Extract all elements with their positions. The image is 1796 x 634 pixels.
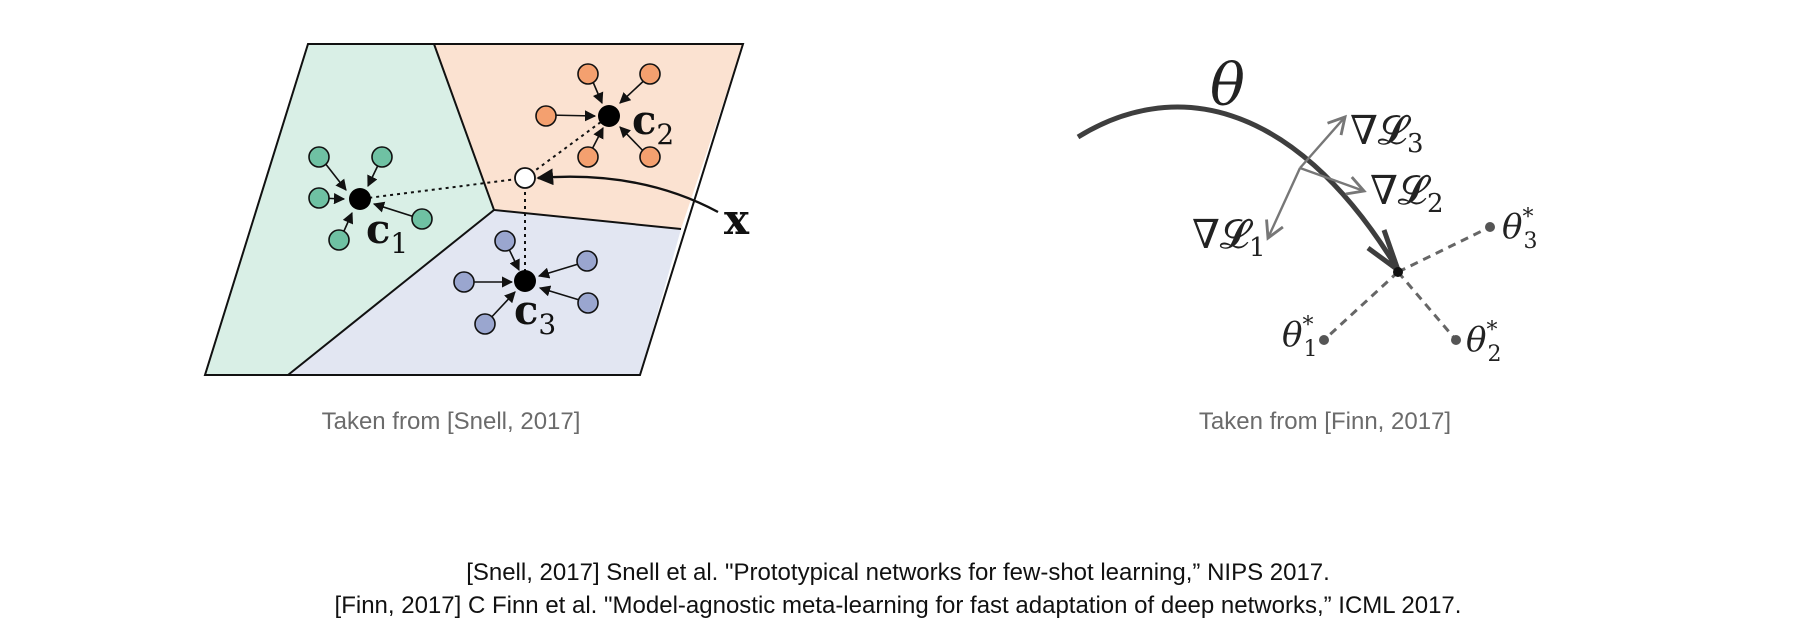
support-point	[308, 187, 330, 209]
decision-boundary	[287, 209, 495, 376]
support-point	[494, 230, 516, 252]
support-point	[576, 250, 598, 272]
reference-finn: [Finn, 2017] C Finn et al. "Model-agnost…	[334, 592, 1462, 619]
prototype-c3	[514, 270, 536, 292]
support-point	[535, 105, 557, 127]
optimum-point-2	[1451, 335, 1461, 345]
query-distance-lines	[359, 115, 610, 281]
theta-label: θ	[1210, 51, 1245, 119]
optima-paths	[1322, 225, 1491, 342]
optimum-label-2: θ*2	[1466, 318, 1501, 367]
support-point	[577, 63, 599, 85]
optimum-label-1: θ*1	[1282, 313, 1317, 362]
gradient-arrows	[1265, 114, 1367, 241]
support-point	[639, 63, 661, 85]
theta-trajectory	[1076, 104, 1398, 267]
cluster-c2: c2	[535, 63, 674, 168]
query-point	[514, 167, 536, 189]
support-point	[411, 208, 433, 230]
prototype-c1-label: c1	[366, 206, 408, 260]
references: [Snell, 2017] Snell et al. "Prototypical…	[0, 556, 1796, 622]
left-figure-caption: Taken from [Snell, 2017]	[321, 408, 581, 435]
optimum-point-1	[1319, 335, 1329, 345]
optimum-point-3	[1485, 222, 1495, 232]
prototype-c3-label: c3	[514, 287, 556, 341]
cluster-c3: c3	[453, 230, 599, 341]
support-point	[328, 229, 350, 251]
query-label: x	[724, 195, 750, 244]
support-point	[577, 146, 599, 168]
optimum-label-3: θ*3	[1502, 205, 1537, 254]
support-point	[577, 292, 599, 314]
support-point	[453, 271, 475, 293]
support-point	[639, 146, 661, 168]
outer-border	[203, 43, 745, 376]
query-arrow	[536, 168, 719, 214]
prototype-c1	[349, 188, 371, 210]
gradient-label-2: ∇𝓛2	[1370, 168, 1444, 219]
reference-snell: [Snell, 2017] Snell et al. "Prototypical…	[466, 559, 1330, 586]
region-c2	[434, 44, 743, 229]
gradient-label-3: ∇𝓛3	[1350, 108, 1424, 159]
adapted-point	[1393, 267, 1403, 277]
prototype-c2-label: c2	[632, 97, 674, 151]
region-c1	[205, 44, 494, 375]
maml-diagram: θ ∇𝓛3 ∇𝓛2 ∇𝓛1 θ*3 θ*2 θ*1	[1076, 51, 1537, 367]
support-point	[308, 146, 330, 168]
prototype-c2	[598, 105, 620, 127]
right-figure-caption: Taken from [Finn, 2017]	[1198, 408, 1452, 435]
gradient-label-1: ∇𝓛1	[1192, 212, 1266, 263]
support-point	[474, 313, 496, 335]
cluster-c1: c1	[308, 146, 433, 260]
prototypical-networks-diagram: c1 c2	[203, 43, 750, 376]
support-point	[371, 146, 393, 168]
